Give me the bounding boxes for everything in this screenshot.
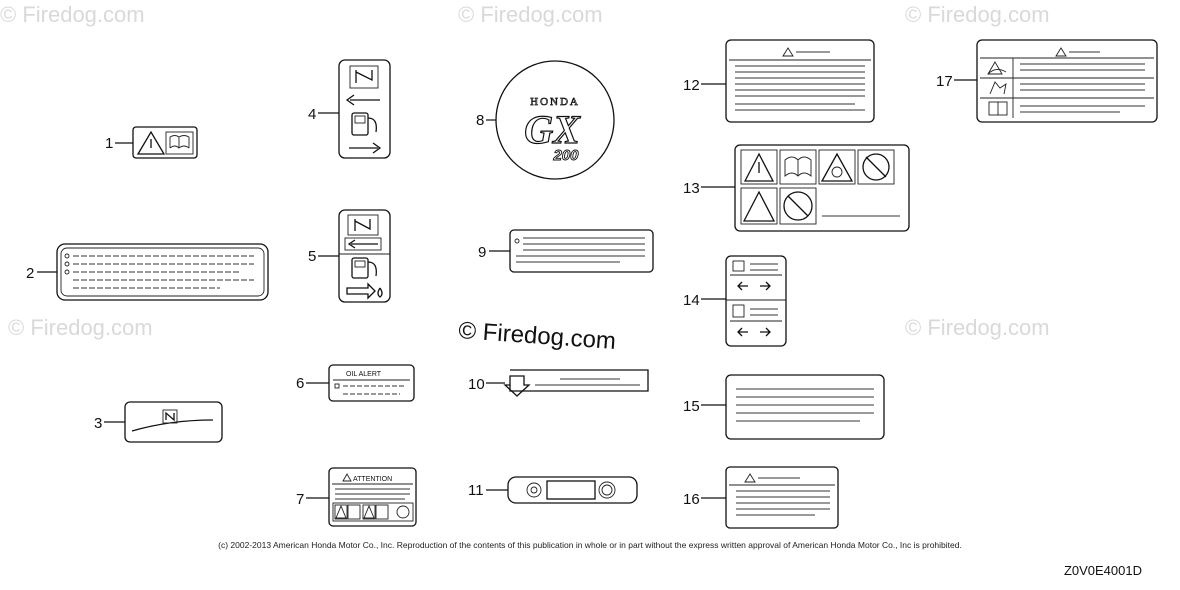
diagram-code: Z0V0E4001D <box>1063 563 1142 578</box>
callout-12: 12 <box>683 77 700 94</box>
part-5-label[interactable] <box>338 209 391 303</box>
part-12-label[interactable] <box>725 39 875 123</box>
emblem-brand-text: HONDA <box>530 96 580 108</box>
part-13-label[interactable] <box>734 144 910 232</box>
part-11-label[interactable] <box>507 476 638 504</box>
attention-text: ATTENTION <box>353 476 392 483</box>
callout-14: 14 <box>683 292 700 309</box>
part-16-label[interactable] <box>725 466 839 529</box>
part-15-label[interactable] <box>725 374 885 440</box>
callout-9: 9 <box>478 244 486 261</box>
copyright-notice: (c) 2002-2013 American Honda Motor Co., … <box>218 540 962 550</box>
watermark: © Firedog.com <box>905 315 1050 340</box>
emblem-size-text: 200 <box>552 147 579 164</box>
part-10-label[interactable] <box>503 369 649 397</box>
callout-11: 11 <box>468 482 484 499</box>
callout-13: 13 <box>683 180 700 197</box>
callout-16: 16 <box>683 491 700 508</box>
callout-1: 1 <box>105 135 113 152</box>
callout-15: 15 <box>683 398 700 415</box>
part-8-emblem[interactable]: HONDA GX 200 <box>495 60 615 180</box>
callout-8: 8 <box>476 112 484 129</box>
emblem-model-text: GX <box>524 107 581 152</box>
part-17-label[interactable] <box>976 39 1158 123</box>
callout-17: 17 <box>936 73 953 90</box>
part-14-label[interactable] <box>725 255 787 347</box>
part-3-label[interactable] <box>124 401 223 443</box>
callout-2: 2 <box>26 265 34 282</box>
part-2-label[interactable] <box>56 243 269 301</box>
part-7-label[interactable]: ATTENTION <box>328 467 417 527</box>
center-watermark: © Firedog.com <box>458 317 617 355</box>
callout-7: 7 <box>296 491 304 508</box>
callout-6: 6 <box>296 375 304 392</box>
watermark: © Firedog.com <box>458 2 603 27</box>
part-6-label[interactable]: OIL ALERT <box>328 364 415 402</box>
watermark: © Firedog.com <box>8 315 153 340</box>
callout-4: 4 <box>308 106 316 123</box>
part-1-label[interactable] <box>132 126 198 159</box>
part-4-label[interactable] <box>338 59 391 159</box>
watermark: © Firedog.com <box>0 2 145 27</box>
callout-10: 10 <box>468 376 485 393</box>
callout-5: 5 <box>308 248 316 265</box>
part-9-label[interactable] <box>509 229 654 273</box>
callout-3: 3 <box>94 415 102 432</box>
watermark: © Firedog.com <box>905 2 1050 27</box>
oil-alert-text: OIL ALERT <box>346 371 382 378</box>
